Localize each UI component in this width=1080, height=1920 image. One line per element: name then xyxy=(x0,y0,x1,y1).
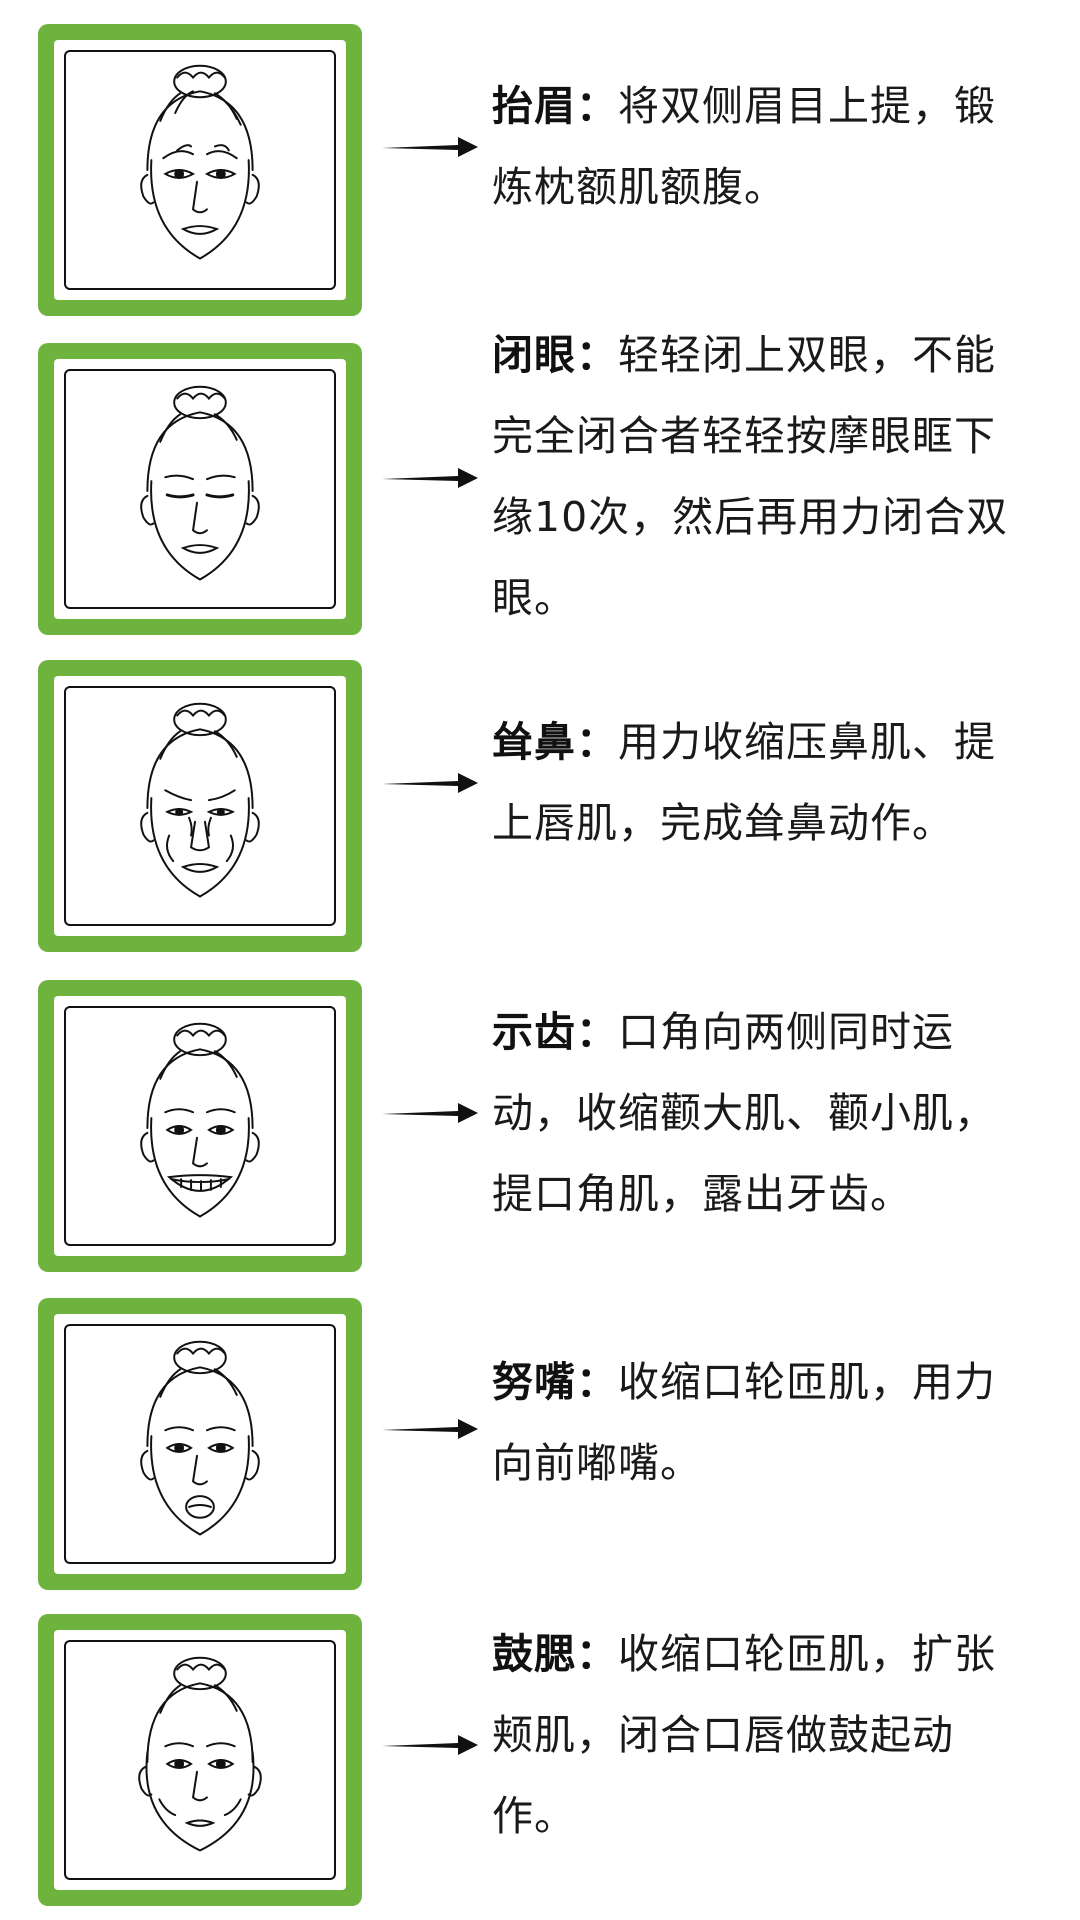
face-illustration-puff-cheeks xyxy=(64,1640,336,1880)
exercise-description: 示齿：口角向两侧同时运动，收缩颧大肌、颧小肌，提口角肌，露出牙齿。 xyxy=(492,1008,996,1218)
right-arrow-icon xyxy=(382,468,478,488)
illustration-frame xyxy=(38,343,362,635)
exercise-description: 抬眉：将双侧眉目上提，锻炼枕额肌额腹。 xyxy=(492,82,996,211)
exercise-term: 抬眉 xyxy=(492,82,576,130)
exercise-row-pout-lips: 努嘴：收缩口轮匝肌，用力向前嘟嘴。 xyxy=(0,1298,1080,1598)
exercise-description: 努嘴：收缩口轮匝肌，用力向前嘟嘴。 xyxy=(492,1358,996,1487)
exercise-description: 鼓腮：收缩口轮匝肌，扩张颊肌，闭合口唇做鼓起动作。 xyxy=(492,1630,996,1840)
exercise-term: 努嘴 xyxy=(492,1358,576,1406)
exercise-row-puff-cheeks: 鼓腮：收缩口轮匝肌，扩张颊肌，闭合口唇做鼓起动作。 xyxy=(0,1614,1080,1914)
exercise-description: 闭眼：轻轻闭上双眼，不能完全闭合者轻轻按摩眼眶下缘10次，然后再用力闭合双眼。 xyxy=(492,331,1009,622)
face-illustration-pout-lips xyxy=(64,1324,336,1564)
illustration-frame xyxy=(38,1614,362,1906)
face-illustration-close-eyes xyxy=(64,369,336,609)
exercise-row-wrinkle-nose: 耸鼻：用力收缩压鼻肌、提上唇肌，完成耸鼻动作。 xyxy=(0,660,1080,960)
exercise-text: 收缩口轮匝肌，扩张颊肌，闭合口唇做鼓起动作。 xyxy=(492,1630,996,1840)
illustration-frame xyxy=(38,660,362,952)
exercise-text: 口角向两侧同时运动，收缩颧大肌、颧小肌，提口角肌，露出牙齿。 xyxy=(492,1008,996,1218)
exercise-text: 收缩口轮匝肌，用力向前嘟嘴。 xyxy=(492,1358,996,1487)
exercise-term: 闭眼 xyxy=(492,331,576,379)
right-arrow-icon xyxy=(382,137,478,157)
face-illustration-raise-brows xyxy=(64,50,336,290)
exercise-text: 用力收缩压鼻肌、提上唇肌，完成耸鼻动作。 xyxy=(492,718,996,847)
exercise-row-show-teeth: 示齿：口角向两侧同时运动，收缩颧大肌、颧小肌，提口角肌，露出牙齿。 xyxy=(0,980,1080,1280)
face-illustration-wrinkle-nose xyxy=(64,686,336,926)
exercise-term: 耸鼻 xyxy=(492,718,576,766)
illustration-frame xyxy=(38,1298,362,1590)
exercise-row-raise-brows: 抬眉：将双侧眉目上提，锻炼枕额肌额腹。 xyxy=(0,24,1080,324)
right-arrow-icon xyxy=(382,1103,478,1123)
exercise-text: 轻轻闭上双眼，不能完全闭合者轻轻按摩眼眶下缘10次，然后再用力闭合双眼。 xyxy=(492,331,1009,622)
illustration-frame xyxy=(38,24,362,316)
exercise-description: 耸鼻：用力收缩压鼻肌、提上唇肌，完成耸鼻动作。 xyxy=(492,718,996,847)
right-arrow-icon xyxy=(382,773,478,793)
exercise-term: 示齿 xyxy=(492,1008,576,1056)
right-arrow-icon xyxy=(382,1735,478,1755)
illustration-frame xyxy=(38,980,362,1272)
face-illustration-show-teeth xyxy=(64,1006,336,1246)
exercise-term: 鼓腮 xyxy=(492,1630,576,1678)
exercise-row-close-eyes: 闭眼：轻轻闭上双眼，不能完全闭合者轻轻按摩眼眶下缘10次，然后再用力闭合双眼。 xyxy=(0,331,1080,643)
right-arrow-icon xyxy=(382,1419,478,1439)
exercise-text: 将双侧眉目上提，锻炼枕额肌额腹。 xyxy=(492,82,996,211)
